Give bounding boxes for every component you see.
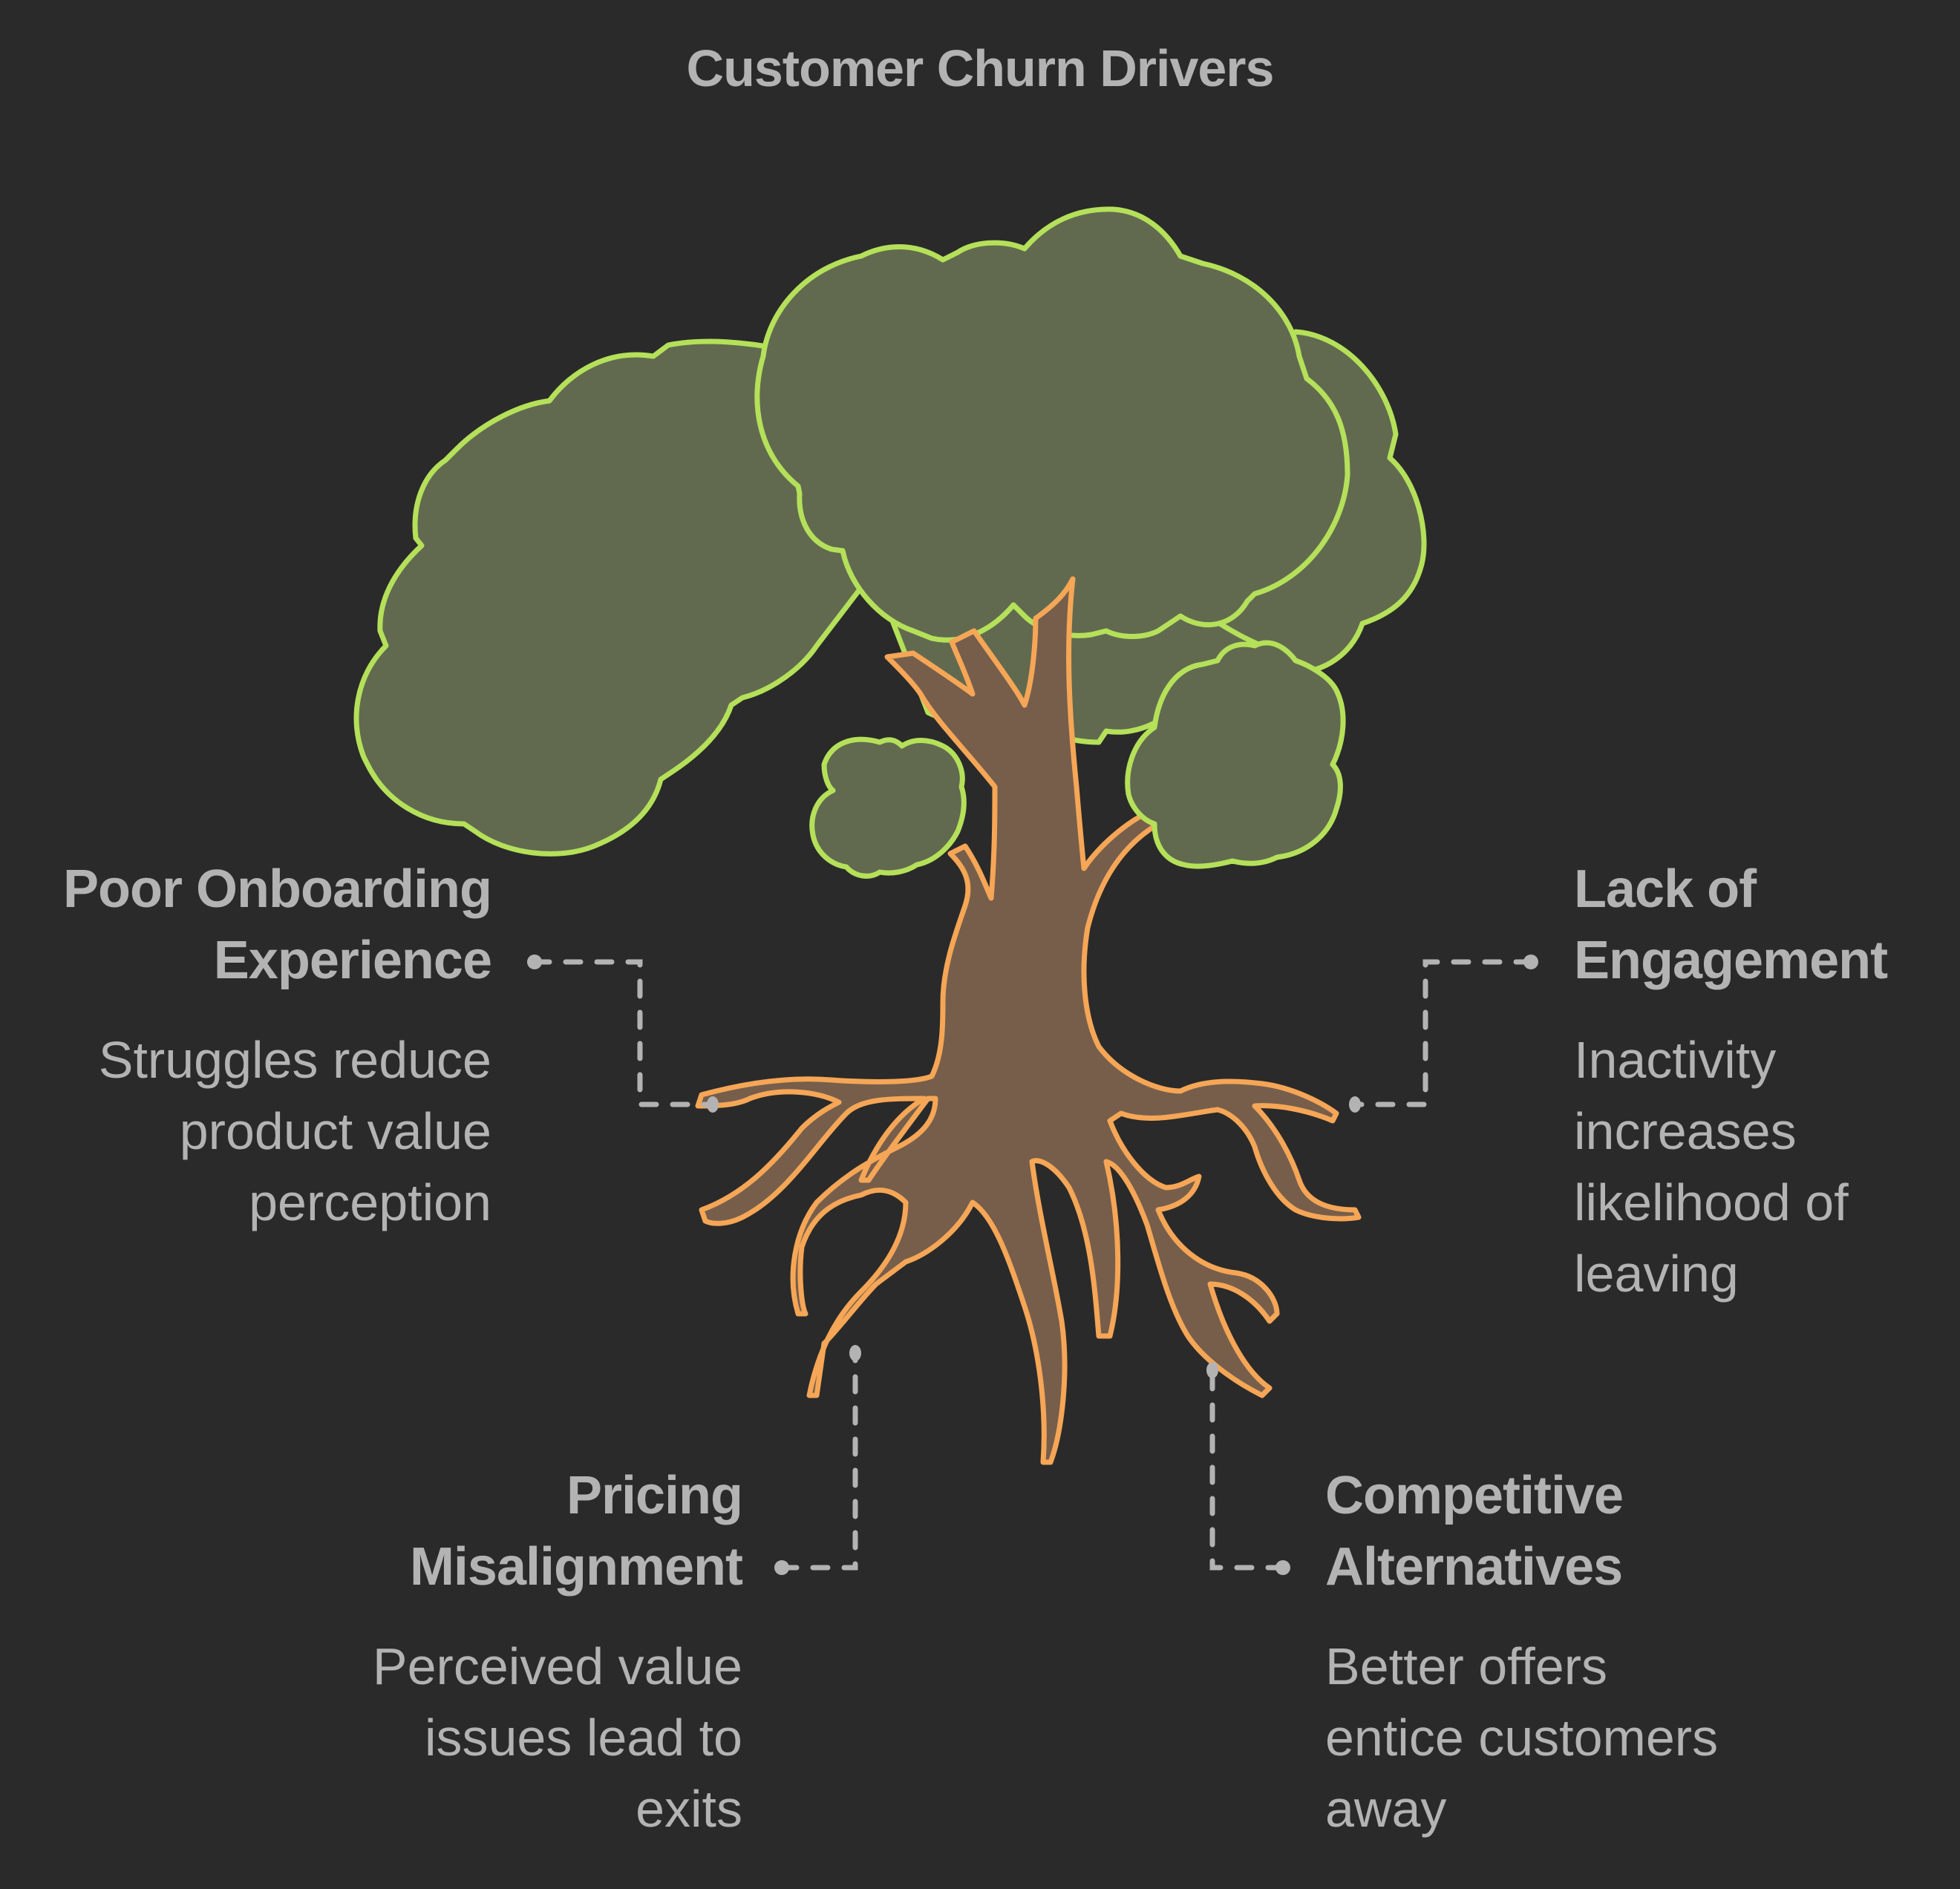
root-anchor-dot [707,1096,719,1113]
connector-engagement [1349,955,1538,1113]
driver-title-line: Engagement [1574,931,1888,990]
driver-competitive-alternatives: Competitive Alternatives Better offers e… [1325,1460,1845,1844]
connector-dot [1275,1560,1290,1575]
driver-description: Inactivity increases likelihood of leavi… [1574,1024,1945,1309]
driver-description-line: Better offers [1325,1637,1608,1695]
driver-description: Perceived value issues lead to exits [223,1631,742,1844]
tree-trunk [695,576,1362,1465]
root-anchor-dot [1349,1096,1361,1113]
driver-description-line: leaving [1574,1245,1739,1303]
canopy-small-right [1125,640,1346,869]
driver-title-line: Alternatives [1325,1537,1623,1597]
connector-competitive [1206,1362,1290,1575]
driver-title: Competitive Alternatives [1325,1460,1845,1602]
driver-pricing-misalignment: Pricing Misalignment Perceived value iss… [223,1460,743,1844]
driver-description-line: perception [249,1173,491,1231]
root-anchor-dot [849,1345,861,1361]
driver-title-line: Poor Onboarding [63,860,492,919]
driver-description-line: Perceived value [372,1637,742,1695]
driver-description-line: away [1325,1780,1447,1838]
driver-description-line: Struggles reduce [98,1031,491,1089]
driver-title-line: Misalignment [409,1537,743,1597]
driver-description: Better offers entice customers away [1325,1631,1845,1844]
driver-title: Pricing Misalignment [223,1460,743,1602]
driver-title-line: Lack of [1574,860,1757,919]
driver-title: Lack of Engagement [1574,854,1945,996]
connector-dot [527,955,542,969]
driver-description-line: entice customers [1325,1709,1719,1767]
diagram-title-text: Customer Churn Drivers [686,39,1275,97]
driver-description-line: exits [636,1780,742,1838]
driver-description-line: product value [179,1102,491,1160]
driver-title: Poor Onboarding Experience [0,854,492,996]
driver-description: Struggles reduce product value perceptio… [0,1024,491,1238]
driver-description-line: Inactivity [1574,1031,1777,1089]
connector-dot [774,1560,789,1575]
driver-poor-onboarding: Poor Onboarding Experience Struggles red… [0,854,492,1238]
driver-lack-of-engagement: Lack of Engagement Inactivity increases … [1574,854,1945,1309]
canopy-small-left [809,736,967,879]
connector-dot [1523,955,1538,969]
driver-title-line: Experience [213,931,492,990]
connector-pricing [774,1345,861,1575]
driver-description-line: increases [1574,1102,1797,1160]
driver-description-line: issues lead to [424,1709,742,1767]
root-anchor-dot [1206,1362,1218,1378]
driver-title-line: Competitive [1325,1466,1624,1525]
driver-description-line: likelihood of [1574,1173,1849,1231]
connector-onboarding [527,955,719,1113]
driver-title-line: Pricing [566,1466,743,1525]
